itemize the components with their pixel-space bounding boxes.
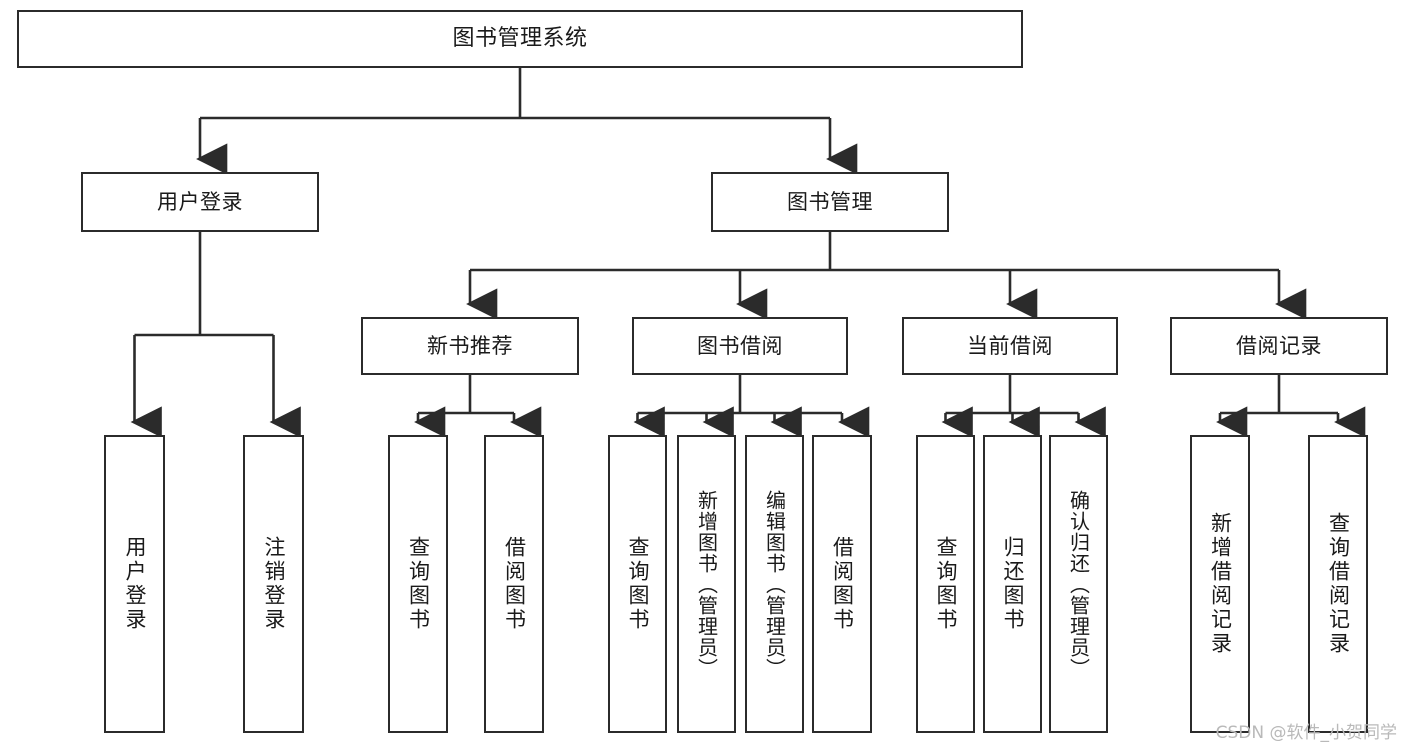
node-book-borrow[interactable]: 图书借阅 <box>632 317 848 375</box>
node-leaf-add-record[interactable]: 新增借阅记录 <box>1190 435 1250 733</box>
node-leaf-return-book[interactable]: 归还图书 <box>983 435 1042 733</box>
node-leaf-add-book[interactable]: 新增图书（管理员） <box>677 435 736 733</box>
node-leaf-query-book-3[interactable]: 查询图书 <box>916 435 975 733</box>
node-leaf-confirm-return[interactable]: 确认归还（管理员） <box>1049 435 1108 733</box>
node-borrow-record-label: 借阅记录 <box>1236 333 1322 358</box>
node-leaf-add-book-label: 新增图书（管理员） <box>694 489 719 679</box>
node-leaf-user-login[interactable]: 用户登录 <box>104 435 165 733</box>
csdn-watermark: CSDN @软件_小贺同学 <box>1215 723 1397 743</box>
node-leaf-user-login-label: 用户登录 <box>123 536 147 632</box>
node-new-book-recommend[interactable]: 新书推荐 <box>361 317 579 375</box>
node-leaf-add-record-label: 新增借阅记录 <box>1208 512 1233 656</box>
node-root-system-label: 图书管理系统 <box>452 26 588 52</box>
node-leaf-query-record[interactable]: 查询借阅记录 <box>1308 435 1368 733</box>
node-leaf-query-book-2[interactable]: 查询图书 <box>608 435 667 733</box>
node-leaf-query-book-2-label: 查询图书 <box>626 536 650 632</box>
node-current-borrow-label: 当前借阅 <box>967 333 1053 358</box>
node-leaf-query-book-1[interactable]: 查询图书 <box>388 435 448 733</box>
node-root-system[interactable]: 图书管理系统 <box>17 10 1023 68</box>
node-leaf-query-record-label: 查询借阅记录 <box>1326 512 1351 656</box>
node-leaf-edit-book-label: 编辑图书（管理员） <box>762 489 787 679</box>
node-leaf-user-logout-label: 注销登录 <box>262 536 286 632</box>
node-user-login-label: 用户登录 <box>157 189 243 214</box>
node-user-login[interactable]: 用户登录 <box>81 172 319 232</box>
node-borrow-record[interactable]: 借阅记录 <box>1170 317 1388 375</box>
node-leaf-user-logout[interactable]: 注销登录 <box>243 435 304 733</box>
node-leaf-borrow-book-2-label: 借阅图书 <box>830 536 855 632</box>
node-leaf-return-book-label: 归还图书 <box>1001 536 1025 632</box>
node-book-manage-label: 图书管理 <box>787 189 873 214</box>
node-leaf-query-book-1-label: 查询图书 <box>406 536 431 632</box>
node-leaf-query-book-3-label: 查询图书 <box>934 536 958 632</box>
node-leaf-borrow-book-1-label: 借阅图书 <box>502 536 527 632</box>
node-new-book-recommend-label: 新书推荐 <box>427 333 513 358</box>
node-leaf-borrow-book-2[interactable]: 借阅图书 <box>812 435 872 733</box>
node-current-borrow[interactable]: 当前借阅 <box>902 317 1118 375</box>
node-leaf-confirm-return-label: 确认归还（管理员） <box>1066 489 1091 679</box>
node-book-borrow-label: 图书借阅 <box>697 333 783 358</box>
node-leaf-borrow-book-1[interactable]: 借阅图书 <box>484 435 544 733</box>
node-book-manage[interactable]: 图书管理 <box>711 172 949 232</box>
node-leaf-edit-book[interactable]: 编辑图书（管理员） <box>745 435 804 733</box>
